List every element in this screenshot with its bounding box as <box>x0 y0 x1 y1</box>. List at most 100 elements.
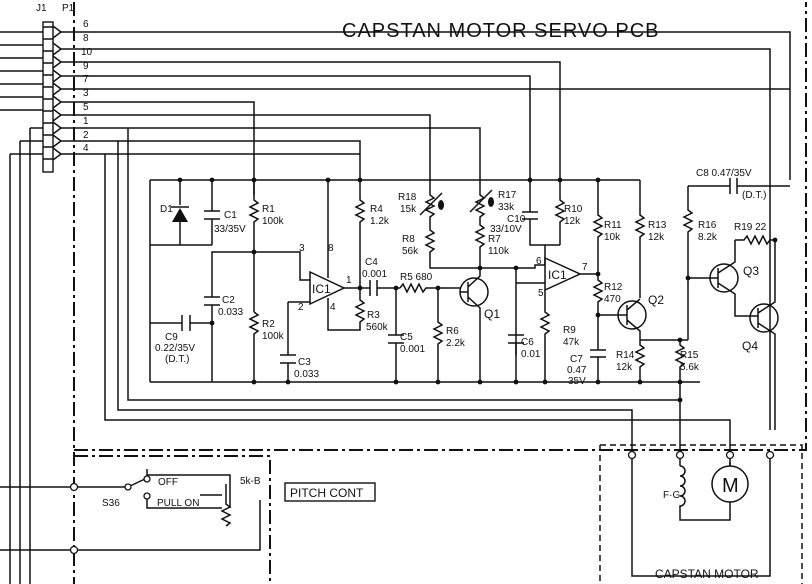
pin-7: 7 <box>83 74 89 85</box>
svg-text:470: 470 <box>604 294 621 305</box>
transistor-q2: Q2 <box>617 293 664 340</box>
svg-text:0.47: 0.47 <box>567 365 587 376</box>
svg-text:12k: 12k <box>564 216 581 227</box>
svg-text:R6: R6 <box>446 326 459 337</box>
svg-text:R3: R3 <box>367 310 380 321</box>
svg-text:2: 2 <box>298 302 304 313</box>
resistor-r5: R5 680 <box>399 272 460 294</box>
svg-text:R15: R15 <box>680 350 699 361</box>
svg-text:0.22/35V: 0.22/35V <box>155 343 195 354</box>
resistor-r6: R6 2.2k <box>432 288 466 382</box>
pitch-control-box: S36 OFF PULL ON 5k-B PITCH CONT <box>0 455 376 584</box>
p1-label: P1 <box>62 3 75 14</box>
svg-text:1: 1 <box>346 275 352 286</box>
svg-text:33k: 33k <box>498 202 515 213</box>
svg-text:R11: R11 <box>604 220 622 231</box>
svg-text:Q4: Q4 <box>742 339 758 353</box>
svg-text:OFF: OFF <box>158 477 178 488</box>
svg-text:8: 8 <box>328 243 334 254</box>
diode-d1: D1 <box>150 180 212 246</box>
svg-text:0.001: 0.001 <box>362 269 387 280</box>
svg-text:R4: R4 <box>370 204 383 215</box>
svg-text:R9: R9 <box>563 325 576 336</box>
svg-text:6: 6 <box>536 256 542 267</box>
resistor-r10: R10 12k <box>554 180 583 245</box>
svg-text:C7: C7 <box>570 354 583 365</box>
svg-text:C10: C10 <box>507 214 526 225</box>
svg-text:7: 7 <box>582 262 588 273</box>
svg-text:R19 22: R19 22 <box>734 222 767 233</box>
svg-text:C2: C2 <box>222 295 235 306</box>
resistor-r1: R1 100k <box>211 180 285 312</box>
pin-1: 1 <box>83 116 89 127</box>
op-amp-ic1-b: IC1 6 5 7 <box>480 245 598 355</box>
svg-text:12k: 12k <box>616 362 633 373</box>
svg-text:R2: R2 <box>262 319 275 330</box>
svg-text:C6: C6 <box>521 337 534 348</box>
resistor-r9: R9 47k <box>539 290 580 382</box>
svg-text:5: 5 <box>538 288 544 299</box>
j1-label: J1 <box>36 3 47 14</box>
svg-text:R12: R12 <box>604 282 623 293</box>
svg-text:Q3: Q3 <box>743 264 759 278</box>
svg-text:R5 680: R5 680 <box>400 272 433 283</box>
pin-10: 10 <box>81 47 93 58</box>
op-amp-ic1-a: IC1 3 8 1 2 4 <box>254 180 352 355</box>
svg-text:S36: S36 <box>102 498 120 509</box>
connector-j1-p1: J1 P1 6 8 10 9 7 3 5 1 2 4 <box>0 3 93 584</box>
svg-text:C8 0.47/35V: C8 0.47/35V <box>696 168 752 179</box>
resistor-r2: R2 100k <box>248 311 285 382</box>
svg-text:R1: R1 <box>262 204 275 215</box>
svg-text:47k: 47k <box>563 337 580 348</box>
svg-text:56k: 56k <box>402 246 419 257</box>
pin-6: 6 <box>83 19 89 30</box>
svg-text:8.2k: 8.2k <box>698 232 718 243</box>
pcb-boundary <box>74 2 807 451</box>
pin-8: 8 <box>83 33 89 44</box>
transistor-q4: Q4 <box>742 240 779 430</box>
pitch-cont-label: PITCH CONT <box>290 486 364 500</box>
svg-text:Q1: Q1 <box>484 307 500 321</box>
svg-text:100k: 100k <box>262 216 285 227</box>
svg-text:0.001: 0.001 <box>400 344 425 355</box>
capacitor-c2: C2 0.033 <box>204 295 243 382</box>
junction-dots <box>177 177 778 403</box>
capacitor-c5: C5 0.001 <box>388 288 425 382</box>
svg-text:(D.T.): (D.T.) <box>165 354 189 365</box>
capacitor-c6: C6 0.01 <box>508 334 541 382</box>
resistor-r19: R19 22 <box>734 222 775 246</box>
svg-text:100k: 100k <box>262 331 285 342</box>
resistor-r14: R14 12k <box>616 340 646 382</box>
svg-text:C9: C9 <box>165 332 178 343</box>
transistor-q1: Q1 <box>459 268 500 382</box>
svg-text:R17: R17 <box>498 190 517 201</box>
motor-symbol: M <box>722 475 740 497</box>
pin-9: 9 <box>83 61 89 72</box>
svg-text:110k: 110k <box>488 246 510 257</box>
svg-text:0.01: 0.01 <box>521 349 541 360</box>
svg-text:C5: C5 <box>400 332 413 343</box>
svg-text:33/35V: 33/35V <box>214 224 246 235</box>
svg-text:0.033: 0.033 <box>294 369 319 380</box>
svg-text:1.2k: 1.2k <box>370 216 390 227</box>
capstan-motor-label: CAPSTAN MOTOR <box>655 567 759 581</box>
capacitor-c4: C4 0.001 <box>362 257 400 296</box>
capacitor-c3: C3 0.033 <box>280 354 319 382</box>
svg-text:560k: 560k <box>366 322 389 333</box>
transistor-q3: Q3 <box>688 240 759 317</box>
svg-text:F·G: F·G <box>663 490 680 501</box>
resistor-r13: R13 12k <box>634 180 667 298</box>
svg-text:IC1: IC1 <box>548 268 567 282</box>
svg-text:R13: R13 <box>648 220 667 231</box>
svg-text:35V: 35V <box>568 376 586 387</box>
capacitor-c9: C9 0.22/35V (D.T.) <box>150 315 212 365</box>
pin-2: 2 <box>83 130 89 141</box>
svg-text:(D.T.): (D.T.) <box>742 190 766 201</box>
svg-text:R16: R16 <box>698 220 717 231</box>
svg-text:10k: 10k <box>604 232 621 243</box>
resistor-r15: R15 5.6k <box>674 340 700 400</box>
svg-text:R7: R7 <box>488 234 501 245</box>
svg-text:IC1: IC1 <box>312 282 331 296</box>
svg-text:2.2k: 2.2k <box>446 338 466 349</box>
